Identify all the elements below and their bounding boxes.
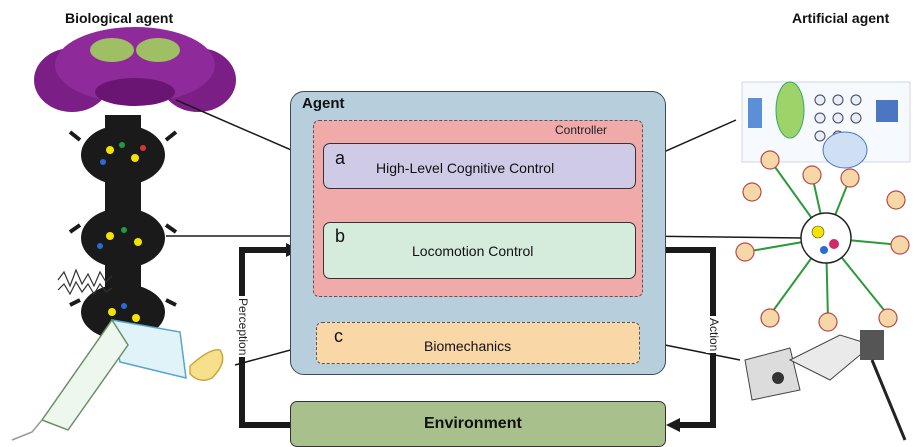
agent-label: Agent: [302, 95, 345, 112]
high-level-cognitive-control-box: [323, 143, 636, 189]
fly-brain-image: [34, 27, 236, 112]
biomechanics-letter: c: [334, 326, 343, 346]
robot-leg-image: [744, 330, 907, 441]
biomechanics-box: [316, 322, 640, 364]
biological-agent-title: Biological agent: [65, 10, 174, 26]
controller-label: Controller: [555, 123, 608, 137]
biomechanics-label: Biomechanics: [424, 338, 512, 354]
artificial-agent-title: Artificial agent: [792, 10, 890, 26]
environment-label: Environment: [424, 415, 522, 432]
locomotion-letter: b: [335, 226, 346, 246]
neural-network-image: [741, 81, 911, 169]
perception-label: Perception: [235, 296, 251, 358]
cpg-network-image: [735, 150, 910, 332]
high-level-letter: a: [335, 148, 346, 168]
action-label: Action: [706, 316, 722, 354]
nerve-cord-image: [57, 115, 178, 340]
fly-leg-image: [11, 318, 224, 441]
high-level-label: High-Level Cognitive Control: [376, 160, 555, 176]
environment-box: [290, 401, 666, 447]
action-arrowhead: [666, 418, 680, 432]
locomotion-label: Locomotion Control: [412, 243, 534, 259]
locomotion-control-box: [323, 222, 636, 279]
